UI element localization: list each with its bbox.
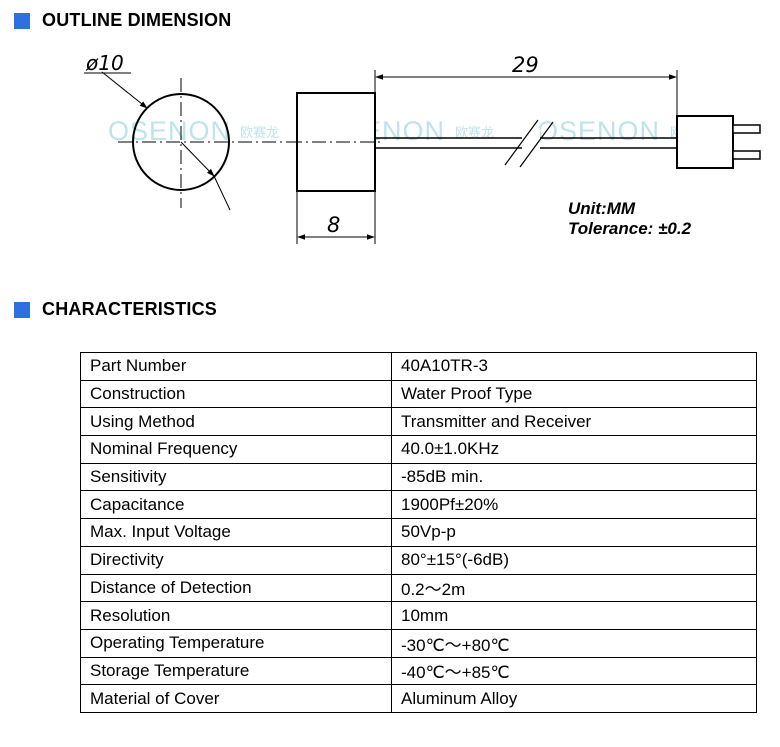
characteristics-section-title: CHARACTERISTICS bbox=[42, 299, 218, 319]
unit-text: Unit:MM bbox=[568, 199, 636, 218]
connector-pin bbox=[732, 124, 761, 134]
spec-value: 0.2～2m bbox=[391, 573, 757, 603]
connector-pin bbox=[732, 150, 761, 160]
table-row: Operating Temperature-30℃～+80℃ bbox=[80, 628, 757, 658]
spec-label: Storage Temperature bbox=[80, 656, 392, 686]
spec-value: 50Vp-p bbox=[391, 518, 757, 547]
spec-label: Construction bbox=[80, 379, 392, 409]
diameter-leader-end bbox=[213, 175, 231, 211]
spec-label: Resolution bbox=[80, 601, 392, 630]
spec-label: Directivity bbox=[80, 545, 392, 575]
watermark-cn: 欧赛龙 bbox=[455, 125, 494, 140]
spec-value: 1900Pf±20% bbox=[391, 490, 757, 520]
spec-value: Aluminum Alloy bbox=[391, 684, 757, 713]
watermark-cn: 欧赛龙 bbox=[240, 125, 279, 140]
cable-break-mark bbox=[519, 121, 554, 168]
spec-value: Water Proof Type bbox=[391, 379, 757, 409]
spec-label: Sensitivity bbox=[80, 462, 392, 492]
section-marker-icon bbox=[14, 301, 30, 318]
spec-label: Max. Input Voltage bbox=[80, 518, 392, 547]
spec-value: 80°±15°(-6dB) bbox=[391, 545, 757, 575]
spec-label: Distance of Detection bbox=[80, 573, 392, 603]
spec-label: Part Number bbox=[80, 352, 392, 381]
diameter-leader bbox=[101, 71, 148, 109]
characteristics-section-header: CHARACTERISTICS bbox=[14, 299, 217, 320]
width-label: 8 bbox=[327, 213, 340, 237]
connector-body bbox=[676, 115, 734, 169]
spec-label: Material of Cover bbox=[80, 684, 392, 713]
diameter-label: ø10 bbox=[85, 51, 124, 75]
spec-value: 40A10TR-3 bbox=[391, 352, 757, 381]
spec-value: -85dB min. bbox=[391, 462, 757, 492]
table-row: Sensitivity-85dB min. bbox=[80, 462, 757, 492]
spec-label: Capacitance bbox=[80, 490, 392, 520]
spec-value: -30℃～+80℃ bbox=[391, 628, 757, 658]
length-label: 29 bbox=[512, 53, 539, 77]
outline-drawing: OSENON 欧赛龙 OSENON 欧赛龙 OSENON 欧赛龙 ø10 bbox=[84, 51, 761, 244]
spec-label: Using Method bbox=[80, 407, 392, 437]
section-marker-icon bbox=[14, 12, 30, 29]
outline-section-title: OUTLINE DIMENSION bbox=[42, 10, 232, 30]
watermark-brand: OSENON bbox=[108, 116, 231, 146]
cable-break-mark bbox=[504, 119, 539, 166]
watermark-brand: OSENON bbox=[537, 116, 660, 146]
tolerance-text: Tolerance: ±0.2 bbox=[568, 219, 692, 238]
sensor-front-circle bbox=[132, 93, 230, 191]
spec-value: -40℃～+85℃ bbox=[391, 656, 757, 686]
side-view bbox=[288, 70, 761, 244]
front-view bbox=[84, 71, 290, 211]
outline-section-header: OUTLINE DIMENSION bbox=[14, 10, 231, 31]
spec-value: 10mm bbox=[391, 601, 757, 630]
spec-value: 40.0±1.0KHz bbox=[391, 435, 757, 464]
spec-label: Operating Temperature bbox=[80, 628, 392, 658]
spec-label: Nominal Frequency bbox=[80, 435, 392, 464]
spec-value: Transmitter and Receiver bbox=[391, 407, 757, 437]
table-row: Storage Temperature-40℃～+85℃ bbox=[80, 656, 757, 686]
diameter-leader-in bbox=[180, 141, 215, 177]
